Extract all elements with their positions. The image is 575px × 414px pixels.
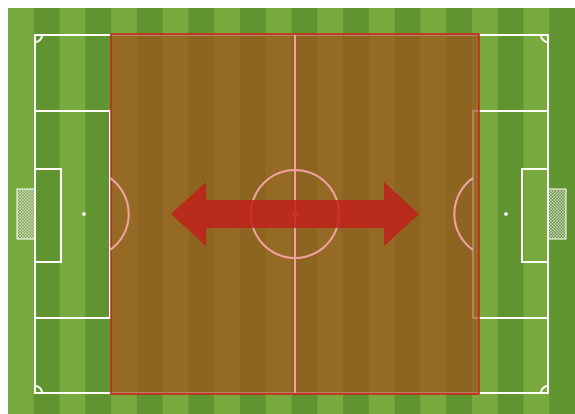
left-goal-net (17, 189, 35, 239)
grass-stripe (523, 8, 549, 414)
grass-stripe (34, 8, 60, 414)
grass-stripe (60, 8, 86, 414)
pitch-svg (8, 8, 575, 414)
right-penalty-spot (504, 212, 508, 216)
grass-stripe (498, 8, 524, 414)
soccer-pitch-diagram (8, 8, 575, 414)
grass-stripe (85, 8, 111, 414)
left-penalty-spot (82, 212, 86, 216)
right-goal-net (548, 189, 566, 239)
